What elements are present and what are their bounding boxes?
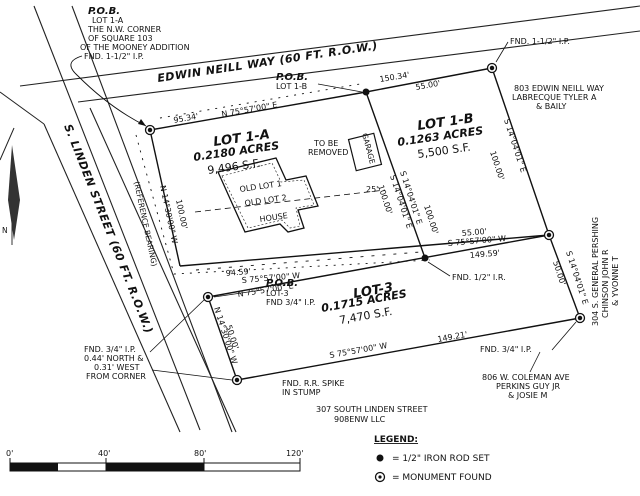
distance-label: 95.34': [173, 112, 199, 125]
arrowhead-icon: [138, 119, 146, 126]
svg-text:N: N: [2, 226, 8, 235]
linden-street-label: S. LINDEN STREET (60 FT. R.O.W.): [61, 122, 155, 335]
scale-label: 0': [6, 449, 13, 458]
old-lot-2-label: OLD LOT 2: [244, 193, 287, 208]
owner-s: PERKINS GUY JR: [496, 382, 560, 391]
pob-main-line: LOT 1-A: [92, 16, 124, 25]
fnd-ip-callout: FND. 1-1/2" I.P.: [510, 37, 570, 46]
distance-label: 100.00': [488, 150, 506, 182]
distance-label: 50.00': [551, 260, 567, 287]
pob-main-title: P.O.B.: [88, 6, 120, 17]
scale-label: 40': [98, 449, 110, 458]
pob-main-line: FND. 1-1/2" I.P.: [84, 52, 144, 61]
pob-lot1b-sub: LOT 1-B: [276, 82, 307, 91]
lot-boundaries: [149, 67, 581, 381]
pob-lot1b-title: P.O.B.: [276, 72, 308, 83]
house-label: HOUSE: [259, 211, 288, 224]
owner-s: & JOSIE M: [508, 391, 547, 400]
leader-line: [551, 321, 577, 351]
iron-rod-set-icon: [362, 88, 429, 262]
owner-e: & YVONNE T: [611, 256, 620, 306]
monument-found-icon: [144, 62, 586, 386]
reference-bearing: (REFERENCE BEARING): [132, 181, 159, 268]
leader-line: [151, 369, 233, 381]
distance-label: 100.00': [376, 184, 394, 216]
leader-line: [529, 351, 541, 373]
pob-lot3-line: FND 3/4" I.P.: [266, 298, 315, 307]
pob-lot3-title: P.O.B.: [266, 278, 298, 289]
distance-label: 149.21': [437, 330, 468, 344]
to-be-removed-label: TO BE: [313, 139, 338, 148]
leader-line: [427, 261, 451, 277]
owner-ne: & BAILY: [536, 102, 566, 111]
setback-label: 25': [366, 185, 378, 194]
fnd-34-sw-callout: 0.44' NORTH &: [84, 354, 144, 363]
leader-line: [317, 83, 363, 93]
fnd-34-sw-callout: FROM CORNER: [86, 372, 146, 381]
linden-street: [33, 5, 237, 433]
owner-label: 908ENW LLC: [334, 415, 386, 424]
leader-line: [495, 41, 509, 63]
scale-label: 120': [286, 449, 303, 458]
leader-line: [70, 55, 147, 127]
garage-building: [347, 132, 383, 172]
edwin-neill-way-street: [19, 5, 640, 103]
leader-line: [213, 289, 263, 298]
fnd-34-se-callout: FND. 3/4" I.P.: [480, 345, 532, 354]
iron-rod-set-icon: [376, 454, 384, 462]
bearing-label: N 75°57'00" E: [221, 100, 278, 119]
owner-e: CHINSON JOHN R: [601, 249, 610, 318]
legend-title: LEGEND:: [374, 435, 418, 445]
pob-lot3-line: LOT-3: [266, 289, 289, 298]
lot-line-old: [194, 189, 386, 213]
fnd-ir-callout: FND. 1/2" I.R.: [452, 273, 506, 282]
bearing-label: N 14°30'00" W: [158, 185, 179, 245]
fnd-34-sw-callout: FND. 3/4" I.P.: [84, 345, 136, 354]
pob-main-note: P.O.B. LOT 1-A THE N.W. CORNER OF SQUARE…: [80, 6, 190, 61]
pob-main-line: THE N.W. CORNER: [87, 25, 162, 34]
street-corner-lines: [0, 91, 45, 161]
house-building: [217, 157, 319, 233]
lot-name: LOT-3: [352, 280, 394, 302]
legend-item: = MONUMENT FOUND: [392, 473, 492, 483]
bearing-label: S 14°04'01" E: [502, 118, 528, 174]
leader-line: [149, 299, 205, 353]
rr-spike-callout: FND. R.R. SPIKE: [282, 379, 345, 388]
distance-label: 94.59': [225, 267, 251, 278]
pob-main-line: OF SQUARE 103: [88, 34, 153, 43]
old-lot-1-label: OLD LOT 1: [239, 179, 282, 194]
north-arrow-icon: N: [2, 145, 20, 245]
legend: LEGEND: = 1/2" IRON ROD SET = MONUMENT F…: [374, 435, 492, 483]
owner-e: 304 S. GENERAL PERSHING: [591, 217, 600, 326]
fnd-34-sw-callout: 0.31' WEST: [94, 363, 140, 372]
bearing-label: S 75°57'00" W: [329, 341, 388, 360]
scale-label: 80': [194, 449, 206, 458]
bearing-label: 150.34': [379, 70, 410, 84]
to-be-removed-label: REMOVED: [308, 148, 348, 157]
distance-label: 55.00': [461, 227, 487, 238]
scale-bar: 0' 40' 80' 120': [6, 449, 303, 472]
distance-label: 100.00': [422, 204, 440, 236]
distance-label: 149.59': [469, 248, 500, 260]
pob-main-line: OF THE MOONEY ADDITION: [80, 43, 190, 52]
address-label: 307 SOUTH LINDEN STREET: [316, 405, 428, 414]
bearing-label: S 75°57'00" W: [447, 234, 506, 248]
bearing-label: S 14°04'01" E: [564, 250, 590, 306]
fence-line: [135, 83, 431, 275]
legend-item: = 1/2" IRON ROD SET: [392, 454, 490, 464]
rr-spike-callout: IN STUMP: [282, 388, 321, 397]
owner-s: 806 W. COLEMAN AVE: [482, 373, 570, 382]
owner-ne: LABRECQUE TYLER A: [512, 93, 597, 102]
owner-ne: 803 EDWIN NEILL WAY: [514, 84, 604, 93]
distance-label: 55.00': [415, 79, 441, 92]
